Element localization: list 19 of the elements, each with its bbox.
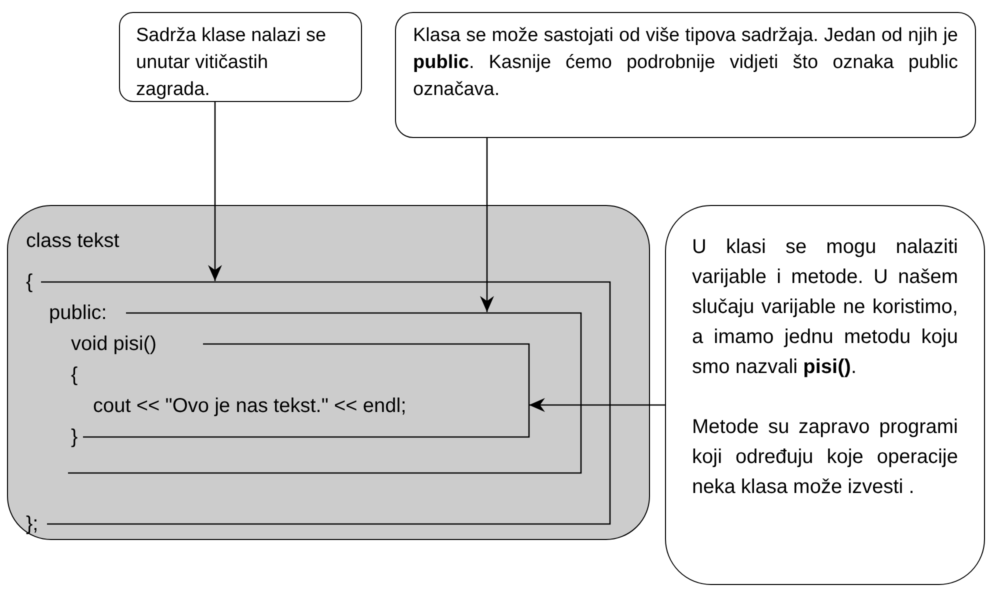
code-text: { xyxy=(71,363,78,387)
code-text: public: xyxy=(49,301,107,325)
callout-box xyxy=(119,12,362,102)
code-text: } xyxy=(71,425,78,449)
arrow xyxy=(529,398,665,412)
code-text: { xyxy=(26,270,33,294)
callout-text: Metode su zapravo programi koji određuju koje operacije neka klasa može izvesti . xyxy=(692,415,958,500)
class-box xyxy=(7,205,650,540)
arrow xyxy=(208,102,222,281)
code-text: void pisi() xyxy=(71,332,157,356)
code-text: class tekst xyxy=(26,229,120,253)
code-text: cout << "Ovo je nas tekst." << endl; xyxy=(93,394,406,418)
callout-box xyxy=(395,12,976,138)
code-text: }; xyxy=(26,512,38,536)
callout-box xyxy=(665,205,985,585)
callout-text: Klasa se može sastojati od više tipova sadržaja. Jedan od njih je public. Kasnije ćemo podrobnije vidjeti što oznaka public označava. xyxy=(413,24,958,102)
callout-text: Sadrža klase nalazi se unutar vitičastih zagrada. xyxy=(136,24,328,102)
callout-text: U klasi se mogu nalaziti varijable i metode. U našem slučaju varijable ne koristimo, a imamo jednu metodu koju smo nazvali pisi(). xyxy=(692,235,958,380)
arrow xyxy=(480,138,494,312)
